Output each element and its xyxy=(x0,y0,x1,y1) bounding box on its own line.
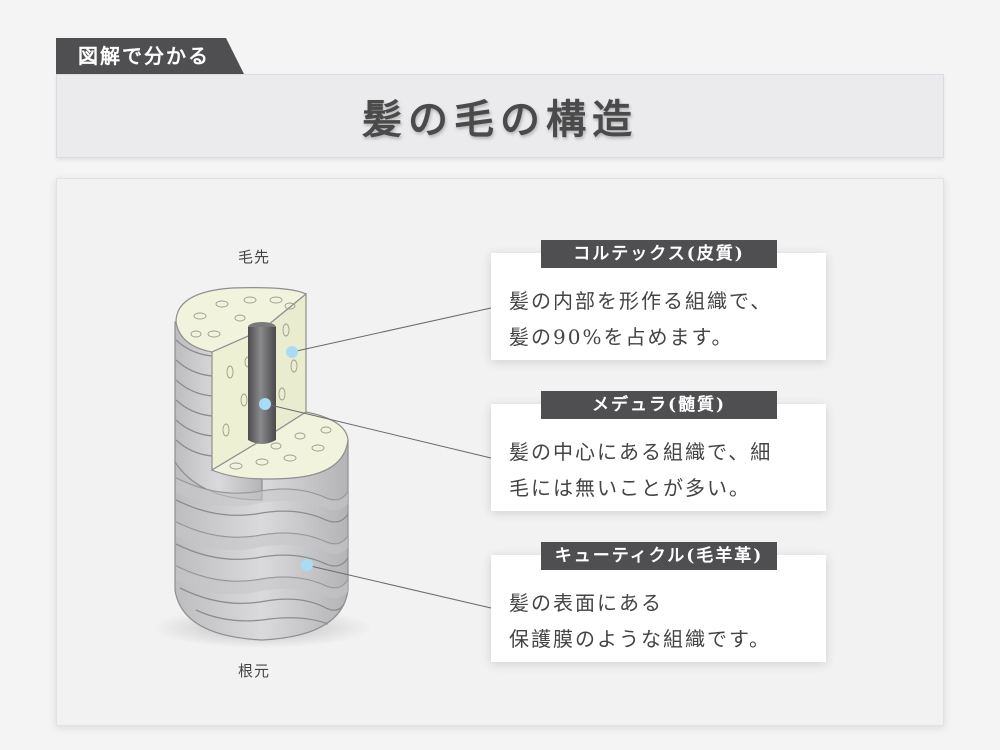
cuticle-marker xyxy=(301,559,313,571)
callout-cuticle-label: キューティクル(毛羊革) xyxy=(541,542,777,570)
callout-medulla: メデュラ(髄質) 髪の中心にある組織で、細 毛には無いことが多い。 xyxy=(491,391,826,511)
callout-medulla-text: 髪の中心にある組織で、細 毛には無いことが多い。 xyxy=(509,434,818,506)
hair-root-label: 根元 xyxy=(238,662,271,680)
cortex-marker xyxy=(286,346,298,358)
callout-cuticle-line-2: 保護膜のような組織です。 xyxy=(509,627,771,651)
callout-cortex-line-1: 髪の内部を形作る組織で、 xyxy=(509,289,773,313)
callout-cuticle-text: 髪の表面にある 保護膜のような組織です。 xyxy=(509,585,818,657)
callout-cortex-text: 髪の内部を形作る組織で、 髪の90%を占めます。 xyxy=(509,283,818,355)
leader-line-cortex xyxy=(291,307,492,353)
leader-lines xyxy=(265,307,492,609)
callout-cortex-line-2: 髪の90%を占めます。 xyxy=(509,325,734,349)
callout-medulla-line-2: 毛には無いことが多い。 xyxy=(509,476,751,500)
callout-cortex-label: コルテックス(皮質) xyxy=(541,240,777,268)
medulla-core xyxy=(248,327,276,444)
cortex-top-face xyxy=(175,287,308,353)
page-title: 髪の毛の構造 xyxy=(362,96,638,143)
callout-medulla-line-1: 髪の中心にある組織で、細 xyxy=(509,440,773,464)
callout-cuticle: キューティクル(毛羊革) 髪の表面にある 保護膜のような組織です。 xyxy=(491,542,826,662)
cuticle-scale-shading xyxy=(176,478,348,599)
header-tag: 図解で分かる xyxy=(56,38,244,74)
hair-tip-label: 毛先 xyxy=(238,248,271,266)
callout-medulla-label: メデュラ(髄質) xyxy=(541,391,777,419)
cortex-cells xyxy=(190,296,332,470)
medulla-marker xyxy=(259,398,271,410)
callout-cuticle-line-1: 髪の表面にある xyxy=(509,591,663,615)
title-bar: 髪の毛の構造 xyxy=(56,74,944,158)
callout-cortex: コルテックス(皮質) 髪の内部を形作る組織で、 髪の90%を占めます。 xyxy=(491,240,826,360)
leader-line-cuticle xyxy=(305,564,492,609)
leader-line-medulla xyxy=(265,403,492,459)
